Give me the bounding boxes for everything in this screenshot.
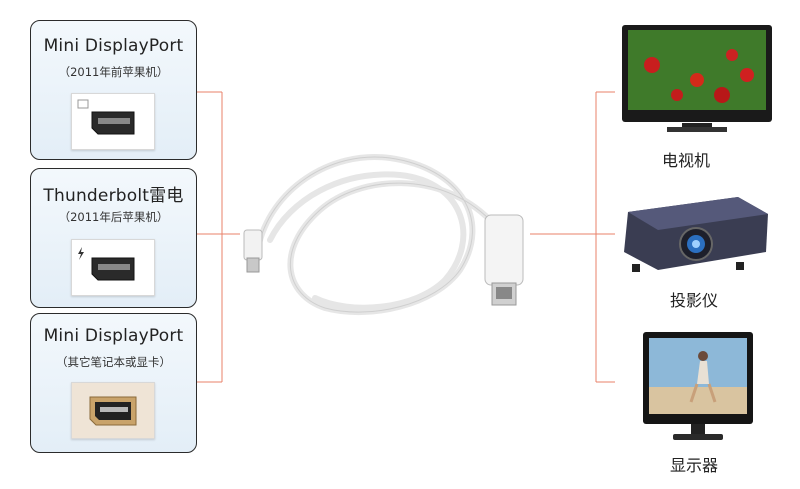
tv-device <box>622 25 772 135</box>
input-card-thunderbolt: Thunderbolt雷电 （2011年后苹果机） <box>30 168 197 308</box>
input-card-mini-displayport-other: Mini DisplayPort （其它笔记本或显卡） <box>30 313 197 453</box>
mini-displayport-gold-port-icon <box>89 396 137 426</box>
tv-icon <box>622 25 772 132</box>
card-subtitle: （2011年前苹果机） <box>58 65 169 79</box>
card-title: Mini DisplayPort <box>43 326 184 346</box>
tv-label: 电视机 <box>662 151 711 170</box>
mini-displayport-port-icon <box>77 99 135 135</box>
projector-device <box>618 192 773 277</box>
card-subtitle: （其它笔记本或显卡） <box>56 355 171 369</box>
port-image <box>71 239 155 296</box>
projector-label: 投影仪 <box>670 291 719 310</box>
card-title: Thunderbolt雷电 <box>43 186 184 206</box>
input-card-mini-displayport-apple-pre2011: Mini DisplayPort （2011年前苹果机） <box>30 20 197 160</box>
port-image <box>71 382 155 439</box>
monitor-icon <box>643 332 753 440</box>
thunderbolt-port-icon <box>78 247 135 281</box>
monitor-device <box>643 332 753 444</box>
card-subtitle: （2011年后苹果机） <box>58 210 169 224</box>
card-title: Mini DisplayPort <box>43 36 184 56</box>
projector-icon <box>624 197 768 272</box>
port-image <box>71 93 155 150</box>
monitor-label: 显示器 <box>670 456 719 475</box>
mini-dp-to-hdmi-cable-image <box>243 154 524 316</box>
